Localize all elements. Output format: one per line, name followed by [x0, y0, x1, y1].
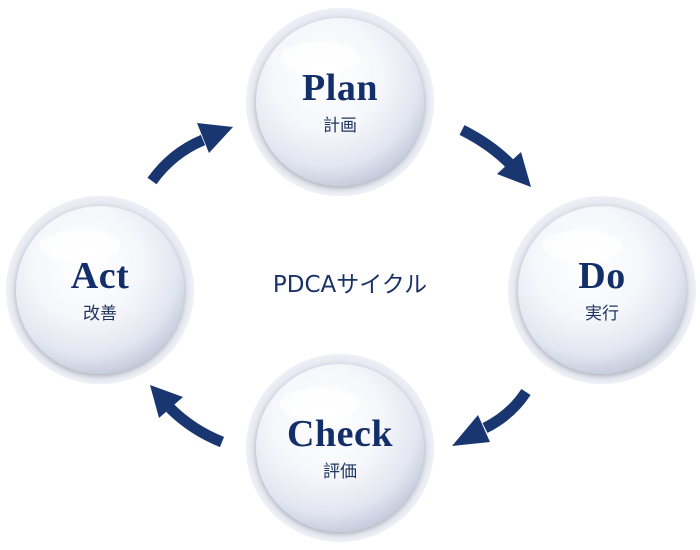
sphere-check — [246, 354, 434, 542]
arrow-act-to-plan — [147, 123, 233, 185]
node-plan: Plan 計画 — [250, 12, 430, 192]
sphere-do — [508, 196, 696, 384]
node-act: Act 改善 — [10, 200, 190, 380]
sphere-plan — [246, 8, 434, 196]
node-do: Do 実行 — [512, 200, 692, 380]
node-plan-sublabel: 計画 — [323, 116, 357, 136]
node-do-label: Do — [578, 255, 626, 297]
node-check-label: Check — [287, 413, 393, 455]
node-check: Check 評価 — [250, 358, 430, 538]
arrow-check-to-act — [150, 385, 225, 448]
sphere-act — [6, 196, 194, 384]
node-check-sublabel: 評価 — [323, 462, 357, 482]
node-plan-label: Plan — [302, 67, 378, 109]
node-do-sublabel: 実行 — [585, 304, 619, 324]
arrow-plan-to-do — [459, 125, 531, 187]
node-act-sublabel: 改善 — [83, 304, 117, 324]
diagram-title: PDCAサイクル — [272, 272, 428, 298]
node-act-label: Act — [70, 255, 130, 297]
arrow-do-to-check — [452, 388, 531, 446]
